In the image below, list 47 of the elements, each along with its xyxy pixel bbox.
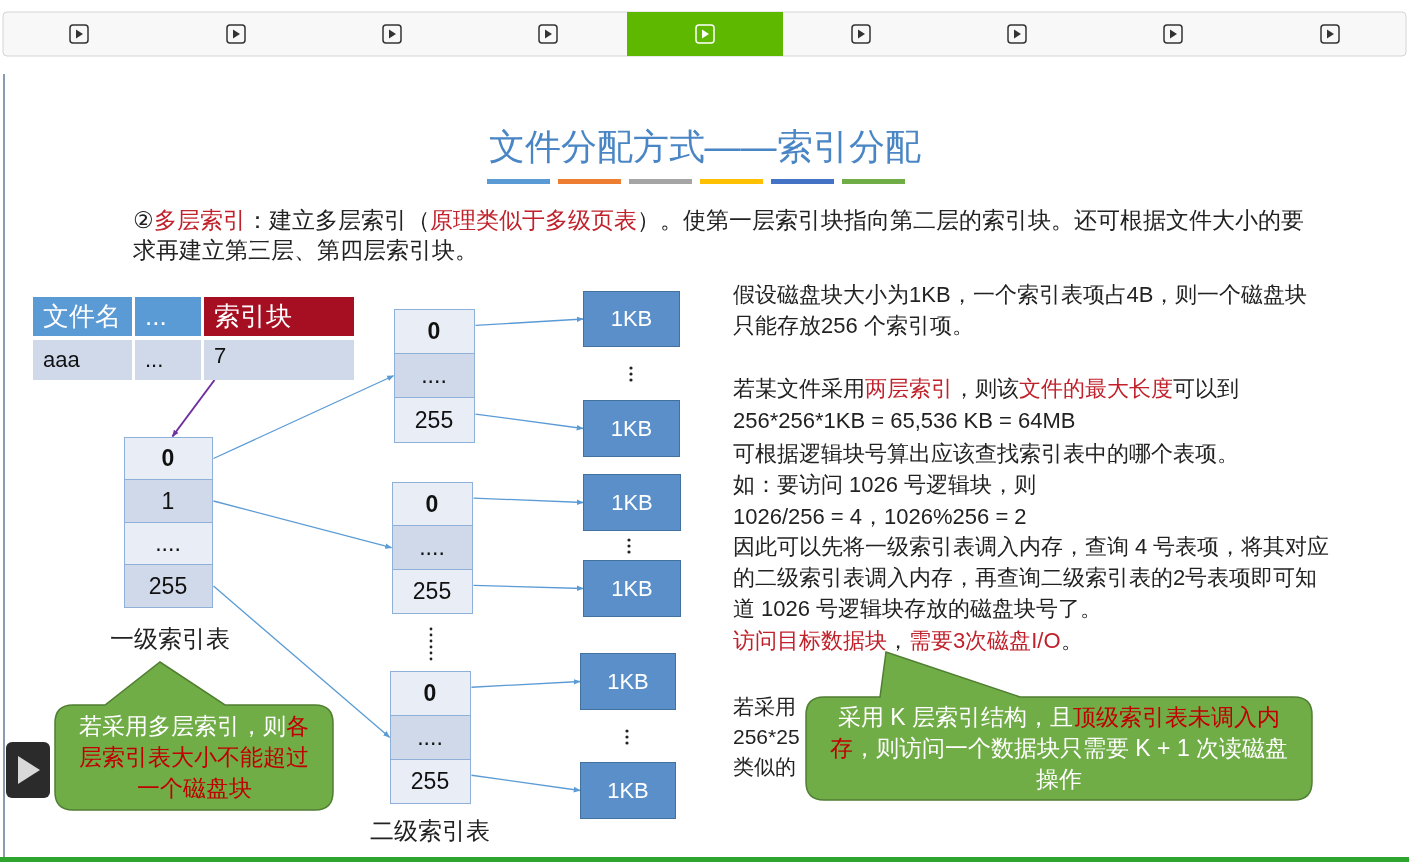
intro-text: ②多层索引：建立多层索引（原理类似于多级页表）。使第一层索引块指向第二层的索引块。还可根据文件大小的要求再建立第三层、第四层索引块。 bbox=[133, 206, 1305, 265]
table-header: 文件名 bbox=[33, 297, 132, 336]
table-cell: aaa bbox=[33, 340, 132, 380]
arrow bbox=[212, 500, 393, 549]
note-text: 如：要访问 1026 号逻辑块，则 bbox=[733, 471, 1038, 499]
arrow bbox=[474, 316, 584, 327]
disk-block: 1KB bbox=[580, 653, 676, 710]
formula-text: 256*256*1KB = 65,536 KB = 64MB bbox=[733, 407, 1077, 435]
table-caption: 二级索引表 bbox=[369, 816, 491, 846]
table-row: .... bbox=[393, 352, 475, 399]
table-row: .... bbox=[391, 525, 473, 571]
disk-block: 1KB bbox=[583, 474, 681, 531]
table-row: 255 bbox=[393, 397, 475, 443]
table-row: 255 bbox=[123, 564, 213, 608]
callout-bubble bbox=[55, 662, 333, 810]
note-text: 若采用 bbox=[733, 694, 797, 720]
disk-block: 1KB bbox=[583, 291, 680, 347]
table-header: 索引块 bbox=[204, 297, 354, 336]
disk-block: 1KB bbox=[580, 762, 676, 819]
table-cell: ... bbox=[135, 340, 201, 380]
note-text: 可根据逻辑块号算出应该查找索引表中的哪个表项。 bbox=[733, 440, 1240, 468]
arrow bbox=[470, 774, 581, 793]
table-row: 1 bbox=[123, 479, 213, 523]
callout-text: 若采用多层索引，则各层索引表大小不能超过一个磁盘块 bbox=[78, 712, 310, 803]
arrow bbox=[212, 585, 391, 738]
note-text: 因此可以先将一级索引表调入内存，查询 4 号表项，将其对应的二级索引表调入内存，再查询二级索引表的2号表项即可知道 1026 号逻辑块存放的磁盘块号了。 bbox=[733, 533, 1331, 623]
note-text: 若某文件采用两层索引，则该文件的最大长度可以到 bbox=[733, 375, 1240, 403]
arrow bbox=[171, 379, 216, 438]
note-text: 假设磁盘块大小为1KB，一个索引表项占4B，则一个磁盘块只能存放256 个索引项。 bbox=[733, 281, 1309, 340]
formula-text: 256*25 bbox=[733, 724, 801, 750]
formula-text: 1026/256 = 4，1026%256 = 2 bbox=[733, 503, 1028, 531]
disk-block: 1KB bbox=[583, 400, 680, 457]
arrow bbox=[470, 679, 581, 688]
table-cell: 7 bbox=[204, 340, 354, 380]
arrow bbox=[474, 413, 584, 431]
disk-block: 1KB bbox=[583, 560, 681, 617]
note-text: 访问目标数据块，需要3次磁盘I/O。 bbox=[733, 627, 1084, 655]
callout-bubble bbox=[806, 652, 1312, 800]
note-text: 类似的 bbox=[733, 754, 797, 780]
callout-text: 采用 K 层索引结构，且顶级索引表未调入内存，则访问一个数据块只需要 K + 1 次读磁盘操作 bbox=[828, 703, 1290, 794]
slide-title: 文件分配方式——索引分配 bbox=[487, 125, 922, 169]
arrow bbox=[472, 584, 584, 592]
arrow bbox=[212, 375, 395, 460]
table-row: .... bbox=[389, 714, 471, 760]
arrow bbox=[472, 497, 584, 506]
table-header: ... bbox=[135, 297, 201, 336]
table-caption: 一级索引表 bbox=[108, 624, 231, 654]
